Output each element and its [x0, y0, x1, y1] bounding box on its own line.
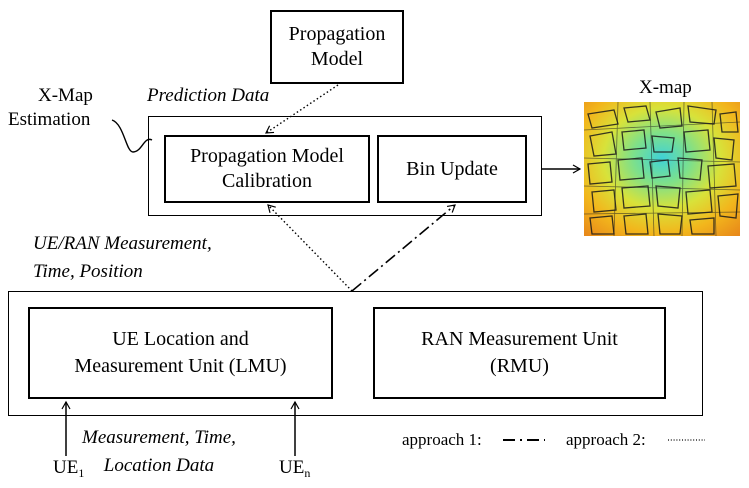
measurement-line2: Location Data	[103, 455, 215, 476]
calibration-line2: Calibration	[222, 170, 312, 192]
propagation-model-line2: Model	[310, 48, 364, 70]
measurement-units-frame	[8, 291, 703, 416]
xmap-heatmap-graphic	[584, 102, 740, 236]
lmu-line1: UE Location and	[112, 328, 249, 350]
propagation-model-line1: Propagation	[288, 23, 386, 45]
lmu-line2: Measurement Unit (LMU)	[74, 355, 287, 377]
xmap-estimation-frame	[148, 116, 542, 216]
approach-2-arrow	[267, 204, 353, 292]
xmap-image	[584, 102, 740, 236]
rmu-line1: RAN Measurement Unit	[421, 328, 618, 350]
ue-ran-line2: Time, Position	[33, 261, 143, 282]
rmu-line2: (RMU)	[490, 355, 549, 377]
measurement-time-location-label: Measurement, Time, Location Data	[82, 424, 236, 480]
ue-1-label: UE1	[53, 456, 84, 485]
ue-n-base: UE	[279, 457, 305, 478]
measurement-line1: Measurement, Time,	[82, 427, 236, 448]
legend-approach-1-label: approach 1:	[402, 430, 482, 449]
prediction-data-arrow	[264, 84, 339, 134]
propagation-model-box: Propagation Model	[270, 10, 404, 84]
rmu-box: RAN Measurement Unit (RMU)	[373, 307, 666, 399]
lmu-box: UE Location and Measurement Unit (LMU)	[28, 307, 333, 399]
xmap-estimation-line1: X-Map	[38, 85, 93, 106]
prediction-data-label: Prediction Data	[147, 85, 270, 106]
legend-approach-2-label: approach 2:	[566, 430, 646, 449]
bin-update-box: Bin Update	[377, 135, 527, 203]
ue-ran-measurement-label: UE/RAN Measurement, Time, Position	[33, 230, 212, 286]
xmap-estimation-line2: Estimation	[8, 109, 91, 130]
ue-n-subscript: n	[304, 466, 311, 480]
xmap-estimation-curve	[111, 119, 153, 153]
ue-n-label: UEn	[279, 456, 310, 485]
ue-ran-line1: UE/RAN Measurement,	[33, 233, 212, 254]
propagation-model-calibration-box: Propagation Model Calibration	[164, 135, 370, 203]
ue-1-subscript: 1	[78, 466, 85, 480]
xmap-estimation-label: X-Map Estimation	[8, 84, 93, 132]
ue-1-base: UE	[53, 457, 79, 478]
xmap-title: X-map	[639, 77, 692, 98]
calibration-line1: Propagation Model	[190, 145, 344, 167]
bin-update-label: Bin Update	[406, 157, 498, 180]
approach-1-arrow	[351, 204, 456, 292]
